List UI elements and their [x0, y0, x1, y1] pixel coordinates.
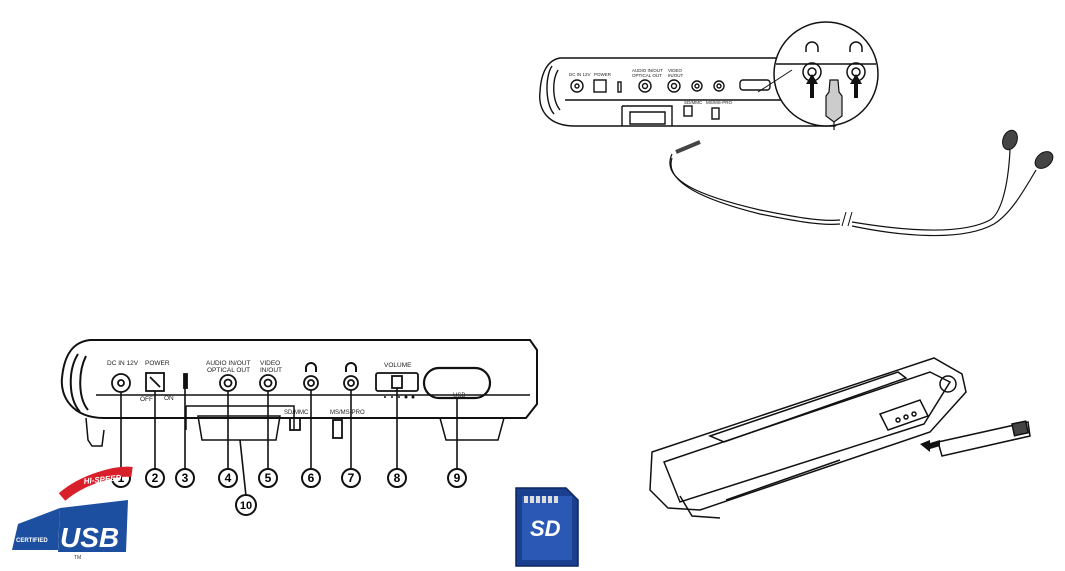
callout-9: 9	[454, 471, 461, 485]
callout-3: 3	[182, 471, 189, 485]
headphone-jack-1	[303, 375, 319, 391]
top-label-sdmmc: SD/MMC	[684, 100, 703, 105]
side-ports	[111, 366, 492, 439]
label-on: ON	[164, 395, 174, 402]
sd-slot-icon	[289, 417, 301, 431]
label-power: POWER	[145, 360, 170, 367]
headphone-plug	[825, 79, 843, 130]
usb-logo-tm: TM	[74, 555, 81, 561]
led-indicator	[183, 373, 188, 389]
dc-jack	[111, 373, 131, 393]
callout-7: 7	[348, 471, 355, 485]
label-video: VIDEO	[260, 360, 280, 367]
top-label-video: VIDEO	[668, 68, 683, 73]
headphone-icon-side-1	[305, 362, 317, 372]
callout-circles	[111, 468, 467, 516]
sd-card-logo: SD	[515, 487, 579, 567]
arrow-icons	[806, 74, 862, 98]
top-label-optical: OPTICAL OUT	[632, 73, 662, 78]
top-label-ms: MS/MS-PRO	[706, 100, 733, 105]
label-dc-in: DC IN 12V	[107, 360, 139, 367]
ms-slot-icon	[332, 419, 343, 439]
video-jack	[259, 374, 277, 392]
player-card-insert	[649, 357, 1031, 519]
top-device-labels: DC IN 12V POWER AUDIO IN/OUT OPTICAL OUT…	[569, 68, 733, 105]
usb-hi-speed-logo: HI-SPEED CERTIFIED USB TM	[12, 466, 133, 561]
usb-logo-text: USB	[60, 522, 119, 553]
top-label-audio: AUDIO IN/OUT	[632, 68, 663, 73]
audio-jack	[219, 374, 237, 392]
insert-arrow-icon	[920, 440, 940, 452]
label-volume: VOLUME	[384, 362, 412, 369]
headphone-icon-2	[849, 41, 863, 52]
side-labels: DC IN 12V POWER OFF ON AUDIO IN/OUT OPTI…	[107, 360, 465, 416]
headphone-icon-side-2	[345, 362, 357, 372]
side-icons	[305, 362, 415, 399]
top-label-dc: DC IN 12V	[569, 72, 591, 77]
callout-6: 6	[308, 471, 315, 485]
callout-4: 4	[225, 471, 232, 485]
label-off: OFF	[140, 396, 153, 403]
label-msmspro: MS/MS-PRO	[330, 410, 365, 416]
callout-5: 5	[265, 471, 272, 485]
top-label-power: POWER	[594, 72, 612, 77]
callout-1: 1	[118, 471, 125, 485]
label-audio-inout: AUDIO IN/OUT	[206, 360, 250, 367]
label-video-inout: IN/OUT	[260, 367, 282, 374]
usb-logo-hispeed: HI-SPEED	[83, 473, 122, 486]
top-label-video-io: IN/OUT	[668, 73, 684, 78]
label-sdmmc: SD/MMC	[284, 410, 309, 416]
earbuds	[1002, 129, 1054, 169]
callout-8: 8	[394, 471, 401, 485]
earphone-cable	[669, 140, 1037, 237]
label-usb: USB	[453, 393, 465, 399]
callout-10: 10	[240, 500, 252, 512]
callout-lines	[120, 388, 458, 497]
side-panel	[60, 339, 538, 447]
headphone-jack-2	[343, 375, 359, 391]
callout-2: 2	[152, 471, 159, 485]
label-optical-out: OPTICAL OUT	[207, 367, 250, 374]
usb-logo-certified: CERTIFIED	[16, 538, 48, 544]
top-device-panel	[539, 57, 846, 127]
headphone-icon	[805, 41, 819, 52]
callout-numbers: 1 2 3 4 5 6 7 8 9 10	[118, 471, 461, 512]
sd-logo-text: SD	[530, 516, 561, 541]
